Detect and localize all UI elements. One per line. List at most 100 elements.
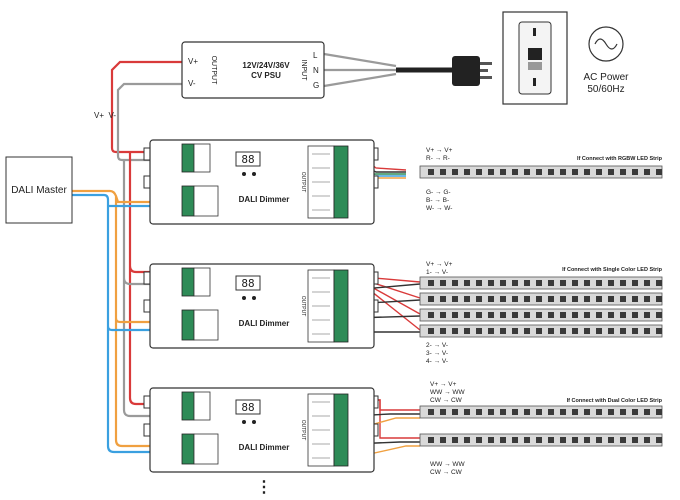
- ac-power-freq: 50/60Hz: [587, 84, 624, 95]
- single-color-strip-1: [419, 276, 663, 290]
- led-chip: [620, 328, 626, 334]
- rgbw-strip-title: If Connect with RGBW LED Strip: [577, 156, 663, 162]
- led-chip: [584, 296, 590, 302]
- led-strips: [419, 165, 663, 447]
- led-chip: [596, 296, 602, 302]
- button-icon: [252, 296, 256, 300]
- led-chip: [452, 328, 458, 334]
- led-chip: [548, 437, 554, 443]
- led-chip: [488, 280, 494, 286]
- led-chip: [572, 280, 578, 286]
- led-chip: [452, 409, 458, 415]
- psu-in-g: G: [313, 81, 319, 90]
- led-chip: [500, 437, 506, 443]
- led-chip: [560, 328, 566, 334]
- led-chip: [632, 328, 638, 334]
- psu-title-2: CV PSU: [251, 71, 281, 80]
- led-chip: [464, 409, 470, 415]
- led-chip: [644, 312, 650, 318]
- dual-map-label: WW → WW: [430, 389, 466, 396]
- led-chip: [656, 437, 662, 443]
- led-chip: [584, 312, 590, 318]
- led-chip: [440, 409, 446, 415]
- psu-out-minus: V-: [188, 79, 196, 88]
- segment-display: [235, 399, 261, 415]
- led-chip: [500, 312, 506, 318]
- led-chip: [572, 437, 578, 443]
- led-chip: [548, 328, 554, 334]
- led-chip: [428, 169, 434, 175]
- display-digits: 88: [241, 277, 254, 290]
- button-icon: [242, 296, 246, 300]
- led-chip: [512, 169, 518, 175]
- led-chip: [560, 169, 566, 175]
- single-map-label: 3- → V-: [426, 350, 448, 357]
- led-chip: [656, 409, 662, 415]
- led-chip: [608, 437, 614, 443]
- single-strip-title: If Connect with Single Color LED Strip: [562, 267, 663, 273]
- led-chip: [524, 312, 530, 318]
- led-chip: [620, 280, 626, 286]
- led-chip: [524, 409, 530, 415]
- led-chip: [620, 312, 626, 318]
- dimmer-output-label: OUTPUT: [300, 420, 306, 441]
- led-chip: [644, 280, 650, 286]
- led-chip: [584, 169, 590, 175]
- dali-input-terminal: [181, 185, 195, 217]
- power-input-terminal: [181, 267, 195, 297]
- led-chip: [536, 280, 542, 286]
- led-chip: [488, 437, 494, 443]
- plug-icon: [452, 56, 492, 86]
- single-map-label: 1- → V-: [426, 269, 448, 276]
- led-chip: [656, 328, 662, 334]
- button-icon: [252, 172, 256, 176]
- led-chip: [428, 280, 434, 286]
- segment-display: [235, 151, 261, 167]
- led-chip: [608, 169, 614, 175]
- led-chip: [644, 437, 650, 443]
- psu-in-n: N: [313, 66, 319, 75]
- dimmer-output-label: OUTPUT: [300, 296, 306, 317]
- led-chip: [500, 409, 506, 415]
- rgbw-map-label: G- → G-: [426, 189, 451, 196]
- dali-master-label: DALI Master: [11, 185, 67, 196]
- led-chip: [572, 328, 578, 334]
- led-chip: [476, 409, 482, 415]
- psu-vminus-wire: [116, 82, 182, 162]
- led-chip: [644, 328, 650, 334]
- psu-vplus-wire: [110, 60, 182, 154]
- led-chip: [536, 328, 542, 334]
- single-map-label: 2- → V-: [426, 342, 448, 349]
- wire-mapping-labels: V+ → V+R- → R-G- → G-B- → B-W- → W-V+ → …: [426, 147, 466, 476]
- led-chip: [452, 437, 458, 443]
- led-chip: [428, 296, 434, 302]
- led-chip: [560, 296, 566, 302]
- led-chip: [656, 312, 662, 318]
- led-chip: [656, 296, 662, 302]
- led-chip: [536, 169, 542, 175]
- led-chip: [584, 437, 590, 443]
- led-chip: [632, 169, 638, 175]
- led-chip: [584, 328, 590, 334]
- led-chip: [596, 280, 602, 286]
- led-chip: [536, 312, 542, 318]
- led-chip: [632, 280, 638, 286]
- led-chip: [620, 437, 626, 443]
- led-chip: [524, 169, 530, 175]
- led-chip: [524, 296, 530, 302]
- bus-gray: [122, 160, 182, 418]
- led-chip: [596, 437, 602, 443]
- rgbw-map-label: B- → B-: [426, 197, 449, 204]
- power-input-terminal: [181, 391, 195, 421]
- led-chip: [452, 296, 458, 302]
- led-chip: [440, 437, 446, 443]
- input-wire-l: [323, 52, 397, 68]
- display-digits: 88: [241, 401, 254, 414]
- single-color-strip-4: [419, 324, 663, 338]
- dual-color-strip-1: [419, 405, 663, 419]
- led-chip: [464, 280, 470, 286]
